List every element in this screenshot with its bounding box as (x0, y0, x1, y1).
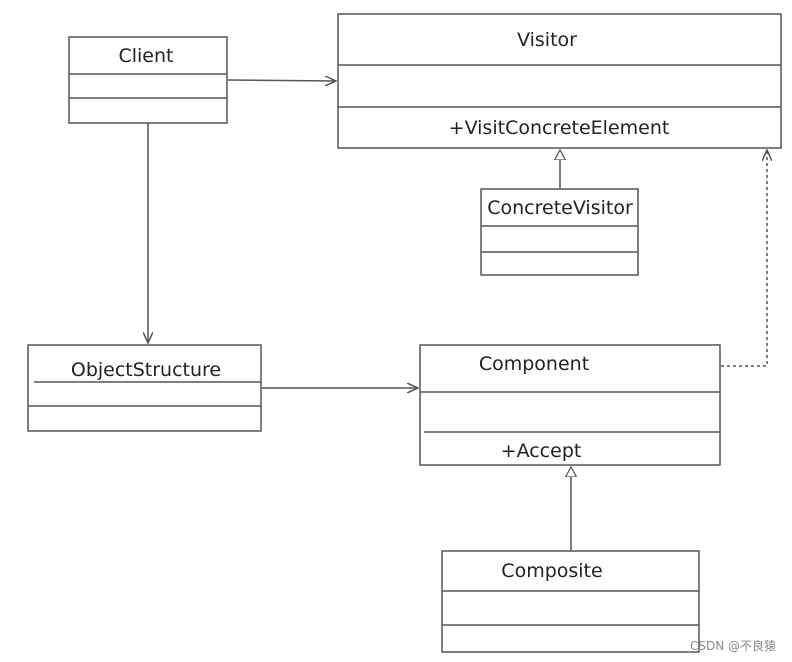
watermark: CSDN @不良猿 (690, 638, 776, 653)
class-client: Client (68, 36, 228, 124)
component-name: Component (479, 353, 589, 375)
class-concrete-visitor: ConcreteVisitor (480, 188, 639, 276)
component-operation: +Accept (501, 440, 582, 462)
client-name: Client (118, 45, 173, 67)
object-structure-name: ObjectStructure (71, 359, 221, 381)
composite-name: Composite (501, 560, 602, 582)
class-object-structure: ObjectStructure (27, 344, 262, 432)
concrete-visitor-name: ConcreteVisitor (487, 197, 633, 219)
association-client-visitor (227, 80, 336, 81)
visitor-name: Visitor (517, 29, 577, 51)
class-component: Component +Accept (419, 344, 721, 466)
dependency-component-visitor (721, 150, 767, 367)
class-composite: Composite (441, 550, 700, 653)
visitor-operation: +VisitConcreteElement (449, 117, 670, 139)
class-visitor: Visitor +VisitConcreteElement (337, 13, 782, 149)
